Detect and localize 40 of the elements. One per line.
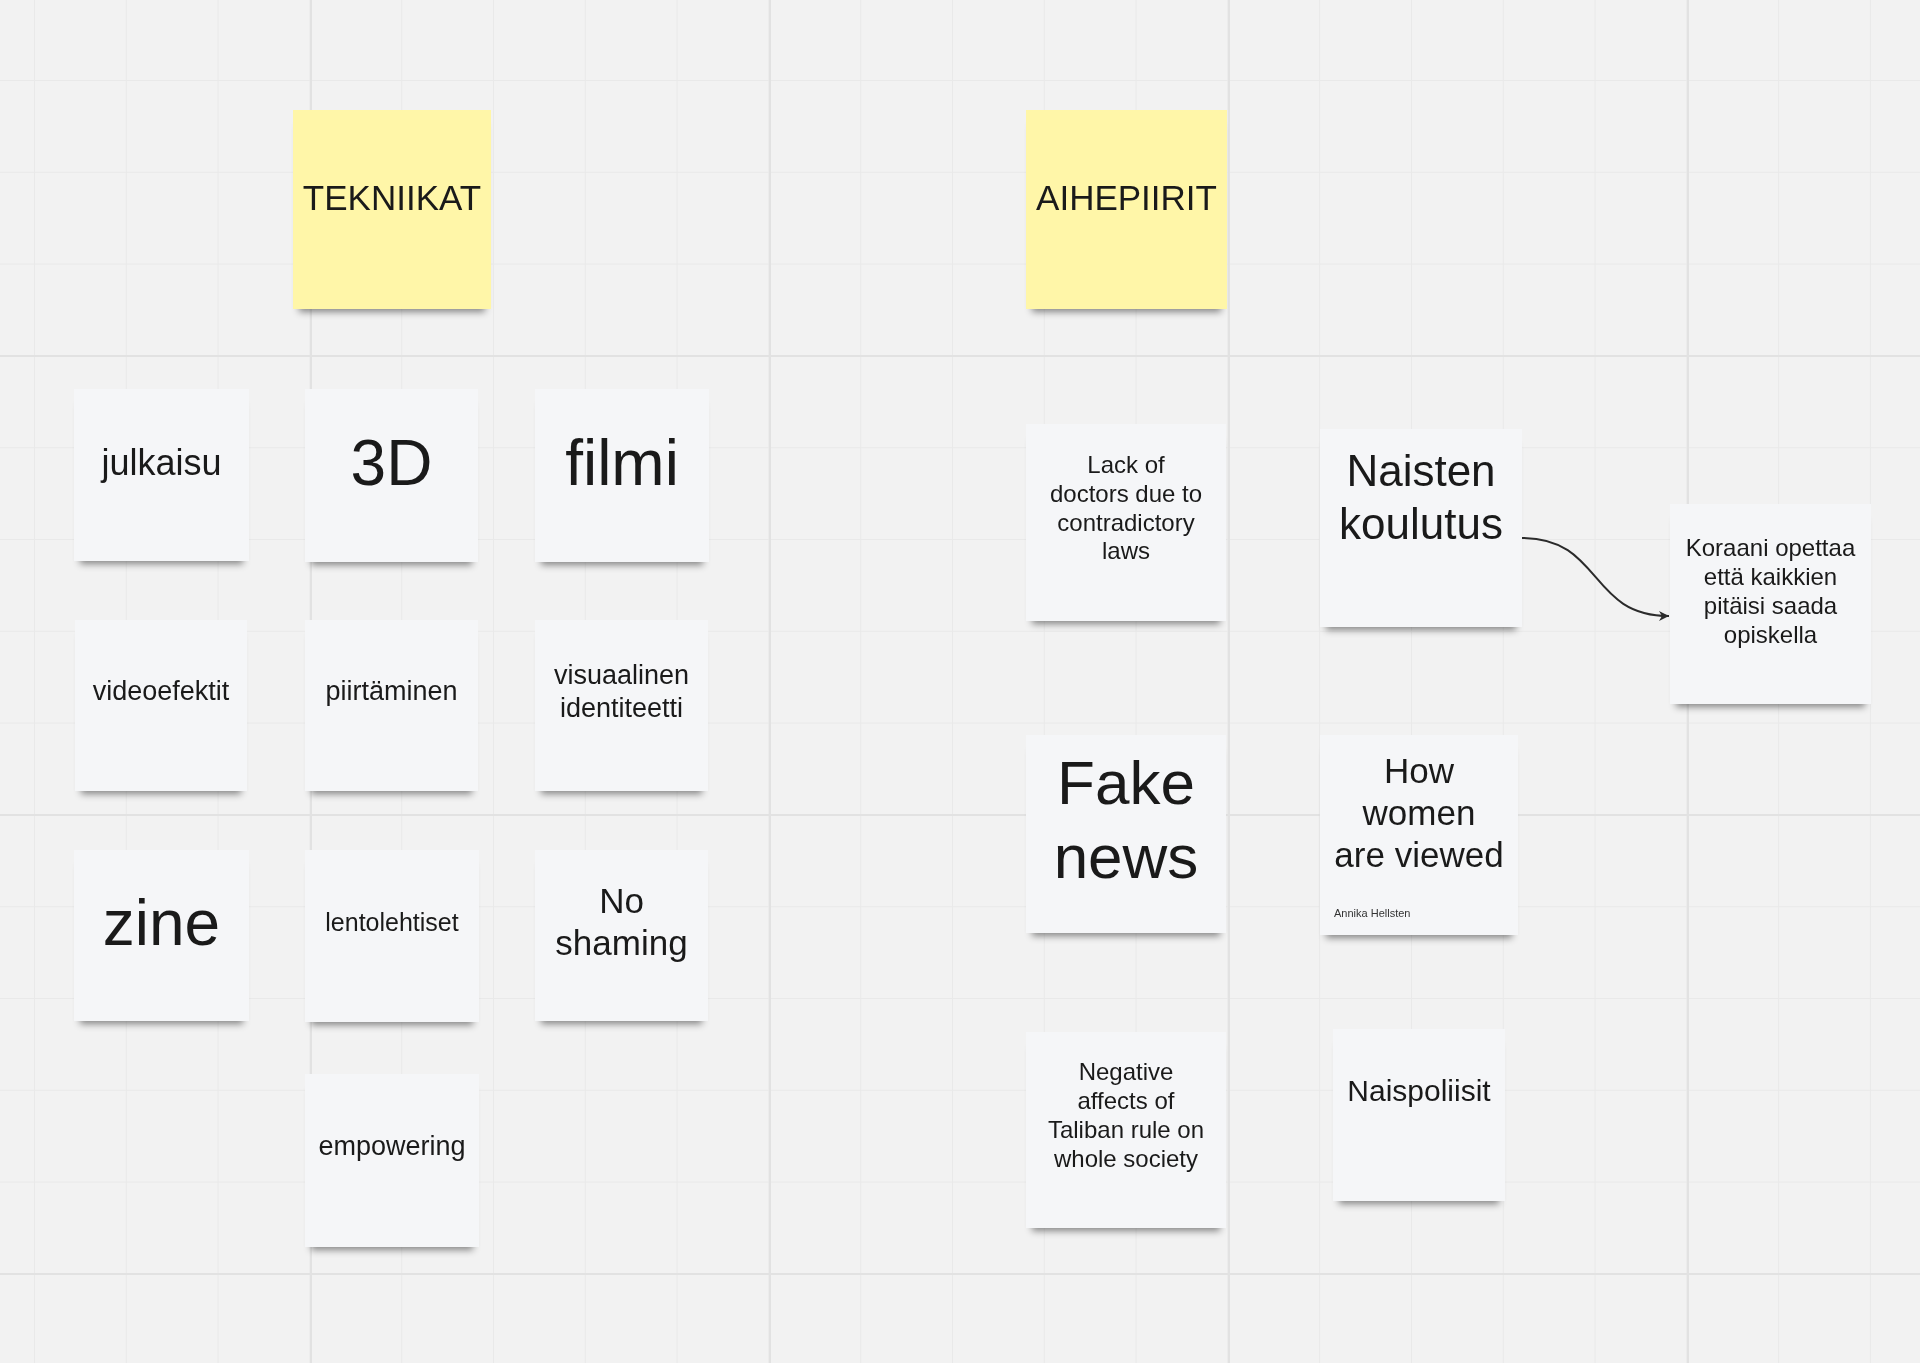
note-text: TEKNIIKAT: [302, 176, 482, 219]
note-text: zine: [102, 886, 221, 962]
sticky-note: [74, 850, 249, 1021]
sticky-note: [75, 620, 247, 791]
note-text: Fake news: [1052, 746, 1200, 893]
sticky-note: [74, 389, 249, 561]
note-text: Lack of doctors due to contradictory laws: [1048, 450, 1204, 567]
sticky-note: [305, 389, 478, 562]
sticky-note: [1320, 735, 1518, 935]
sticky-note: [535, 620, 708, 791]
sticky-note: [1026, 110, 1227, 309]
note-text: 3D: [350, 426, 433, 502]
sticky-note: [293, 110, 491, 309]
note-text: Naispoliisit: [1347, 1073, 1491, 1109]
sticky-note: [1670, 504, 1871, 704]
sticky-note: [1333, 1029, 1505, 1201]
note-text: filmi: [565, 426, 679, 502]
note-text: How women are viewed: [1334, 750, 1504, 876]
note-text: AIHEPIIRIT: [1036, 176, 1217, 219]
note-text: piirtäminen: [325, 675, 458, 708]
sticky-note: [535, 850, 708, 1021]
note-text: videoefektit: [92, 675, 230, 708]
sticky-note: [1026, 735, 1226, 933]
arrow: [1521, 536, 1670, 621]
sticky-note: [1320, 429, 1522, 627]
sticky-note: [305, 1074, 479, 1247]
note-text: julkaisu: [101, 441, 222, 485]
sticky-note: [1026, 424, 1226, 621]
note-text: Koraani opettaa että kaikkien pitäisi saada opiskella: [1684, 534, 1857, 650]
sticky-note: [305, 620, 478, 791]
note-text: No shaming: [554, 879, 689, 964]
note-text: lentolehtiset: [325, 907, 459, 937]
sticky-note: [305, 850, 479, 1022]
author-name: Annika Hellsten: [1334, 907, 1411, 919]
sticky-note: [535, 389, 709, 562]
note-text: empowering: [318, 1130, 466, 1163]
sticky-note: [1026, 1032, 1226, 1228]
note-text: Naisten koulutus: [1338, 445, 1504, 550]
note-text: Negative affects of Taliban rule on whole society: [1046, 1058, 1206, 1174]
note-text: visuaalinen identiteetti: [552, 659, 691, 724]
